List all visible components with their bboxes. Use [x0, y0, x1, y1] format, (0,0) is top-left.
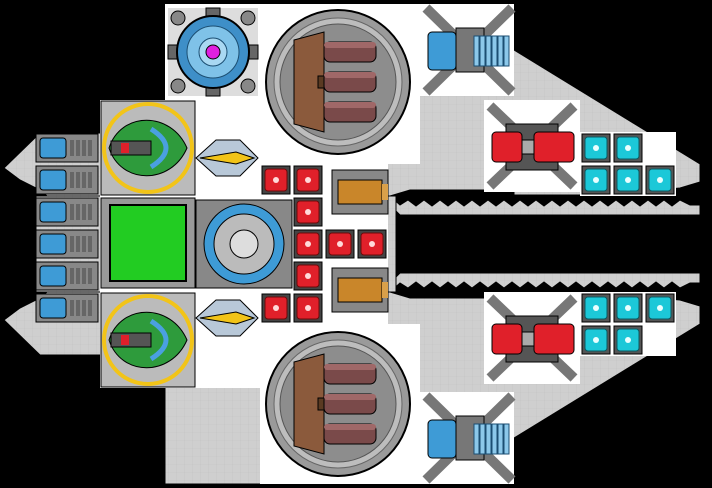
red-armor-block-icon: [293, 293, 323, 323]
red-laser-turret-icon: [486, 102, 578, 190]
yellow-missile-icon: [195, 299, 259, 337]
copper-coupler-icon: [331, 267, 389, 313]
red-armor-block-icon: [325, 229, 355, 259]
blue-booster-icon: [35, 165, 99, 195]
red-armor-block-icon: [293, 165, 323, 195]
red-armor-block-icon: [293, 197, 323, 227]
red-armor-block-icon: [293, 261, 323, 291]
ammo-crate-icon: [581, 325, 611, 355]
green-engine-icon: [100, 292, 196, 388]
ammo-crate-icon: [645, 165, 675, 195]
red-armor-block-icon: [261, 293, 291, 323]
blue-booster-icon: [35, 293, 99, 323]
modules-layer: [35, 4, 675, 484]
ammo-crate-icon: [613, 165, 643, 195]
reactor-core-icon: [167, 7, 259, 97]
red-armor-block-icon: [293, 229, 323, 259]
green-engine-icon: [100, 100, 196, 196]
ammo-crate-icon: [613, 325, 643, 355]
blue-booster-icon: [35, 229, 99, 259]
ammo-crate-icon: [613, 133, 643, 163]
central-hub-icon: [195, 199, 293, 289]
blue-booster-icon: [35, 197, 99, 227]
ion-thruster-icon: [422, 392, 516, 484]
ion-thruster-icon: [422, 4, 516, 96]
copper-coupler-icon: [331, 169, 389, 215]
yellow-missile-icon: [195, 139, 259, 177]
blue-booster-icon: [35, 133, 99, 163]
ammo-crate-icon: [613, 293, 643, 323]
red-laser-turret-icon: [486, 294, 578, 382]
ammo-crate-icon: [581, 133, 611, 163]
ammo-crate-icon: [581, 165, 611, 195]
ammo-crate-icon: [645, 293, 675, 323]
red-armor-block-icon: [261, 165, 291, 195]
heavy-cannon-icon: [265, 331, 411, 477]
heavy-cannon-icon: [265, 9, 411, 155]
green-storage-icon: [100, 197, 196, 289]
ammo-crate-icon: [581, 293, 611, 323]
red-armor-block-icon: [357, 229, 387, 259]
blue-booster-icon: [35, 261, 99, 291]
